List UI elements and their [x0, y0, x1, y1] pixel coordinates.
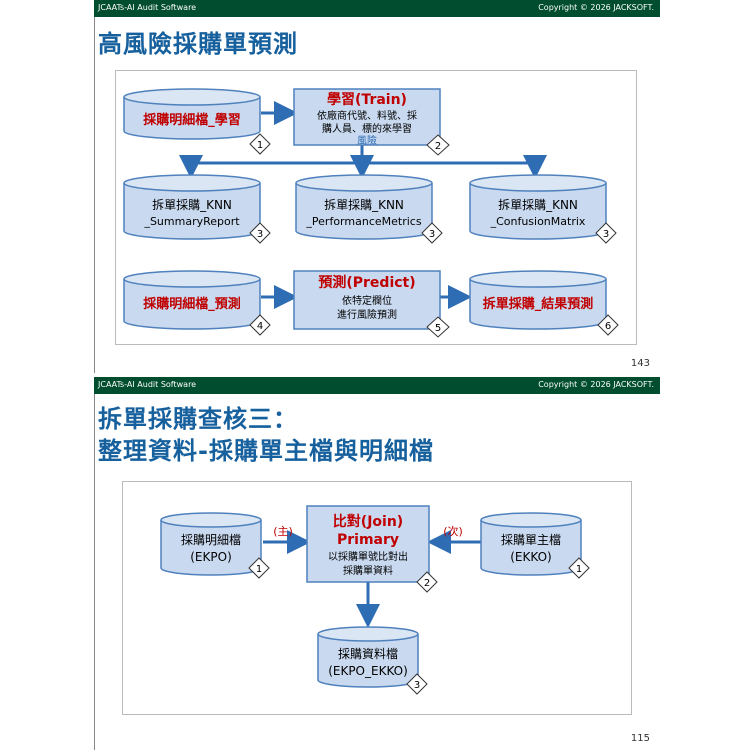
badge-3b: 3 — [429, 229, 435, 240]
badge-3c: 3 — [603, 229, 609, 240]
cylinder-result-db: 拆單採購_結果預測 6 — [469, 270, 619, 336]
join-title1: 比對(Join) — [333, 513, 403, 530]
report1-line2: _SummaryReport — [143, 215, 240, 228]
join-line2: 採購單資料 — [343, 564, 393, 577]
header-copyright: Copyright © 2026 JACKSOFT. — [538, 380, 654, 389]
ekko-line1: 採購單主檔 — [501, 533, 561, 547]
badge-5: 5 — [435, 323, 441, 334]
slide-title-line1: 拆單採購查核三： — [98, 405, 298, 433]
predict-line1: 依特定欄位 — [342, 294, 392, 307]
cylinder-report2: 拆單採購_KNN _PerformanceMetrics 3 — [295, 174, 443, 244]
header-bar: JCAATs-AI Audit Software Copyright © 202… — [94, 0, 660, 17]
left-rule — [94, 394, 95, 750]
cylinder-predict-db: 採購明細檔_預測 4 — [123, 270, 271, 336]
process-join: 比對(Join) Primary 以採購單號比對出 採購單資料 2 — [306, 505, 438, 593]
badge-4: 4 — [257, 321, 263, 332]
badge-2: 2 — [424, 578, 430, 589]
predict-line2: 進行風險預測 — [337, 308, 397, 321]
result-db-label: 拆單採購_結果預測 — [483, 296, 594, 312]
output-line1: 採購資料檔 — [338, 647, 398, 661]
edge-label-primary: (主) — [273, 525, 293, 538]
report2-line2: _PerformanceMetrics — [305, 215, 421, 228]
flow-diagram: 採購明細檔_學習 1 學習(Train) 依廠商代號、料號、採 購人員、標的來學… — [123, 88, 619, 338]
page-number: 143 — [630, 358, 650, 369]
ekpo-line1: 採購明細檔 — [181, 533, 241, 547]
ekko-line2: (EKKO) — [510, 550, 551, 564]
learn-db-label: 採購明細檔_學習 — [143, 112, 241, 128]
header-software-name: JCAATs-AI Audit Software — [98, 380, 197, 389]
badge-6: 6 — [605, 321, 611, 332]
cylinder-output: 採購資料檔 (EKPO_EKKO) 3 — [317, 626, 428, 695]
badge-2: 2 — [435, 141, 441, 152]
join-title2: Primary — [337, 532, 399, 548]
diagram-panel: 採購明細檔_學習 1 學習(Train) 依廠商代號、料號、採 購人員、標的來學… — [115, 70, 637, 345]
ekpo-line2: (EKPO) — [190, 550, 232, 564]
predict-title: 預測(Predict) — [318, 274, 415, 291]
badge-1b: 1 — [576, 564, 582, 575]
page-number: 115 — [630, 733, 650, 744]
report1-line1: 拆單採購_KNN — [152, 197, 232, 212]
header-copyright: Copyright © 2026 JACKSOFT. — [538, 3, 654, 12]
process-predict: 預測(Predict) 依特定欄位 進行風險預測 5 — [293, 270, 450, 338]
header-bar: JCAATs-AI Audit Software Copyright © 202… — [94, 377, 660, 394]
slide-title-line2: 整理資料-採購單主檔與明細檔 — [98, 437, 434, 465]
train-title: 學習(Train) — [327, 92, 407, 108]
predict-db-label: 採購明細檔_預測 — [143, 296, 241, 312]
cylinder-ekpo: 採購明細檔 (EKPO) 1 — [160, 512, 270, 579]
edge-label-secondary: (次) — [443, 524, 463, 538]
badge-3a: 3 — [257, 229, 263, 240]
output-line2: (EKPO_EKKO) — [328, 664, 408, 678]
report3-line1: 拆單採購_KNN — [498, 197, 578, 212]
diagram-panel: (主) (次) 採購明細檔 (EKPO) 1 比對(Join) Primary … — [122, 481, 632, 715]
slide-115: JCAATs-AI Audit Software Copyright © 202… — [94, 377, 660, 750]
join-line1: 以採購單號比對出 — [328, 550, 408, 563]
cylinder-ekko: 採購單主檔 (EKKO) 1 — [480, 512, 590, 579]
train-line1: 依廠商代號、料號、採 — [317, 109, 417, 122]
cylinder-report1: 拆單採購_KNN _SummaryReport 3 — [123, 174, 271, 244]
arrow-train-branch — [191, 145, 535, 165]
cylinder-report3: 拆單採購_KNN _ConfusionMatrix 3 — [469, 174, 617, 244]
badge-1: 1 — [257, 140, 263, 151]
process-train: 學習(Train) 依廠商代號、料號、採 購人員、標的來學習 風險 2 — [293, 88, 450, 156]
slide-143: JCAATs-AI Audit Software Copyright © 202… — [94, 0, 660, 373]
report3-line2: _ConfusionMatrix — [490, 215, 586, 228]
report2-line1: 拆單採購_KNN — [324, 197, 404, 212]
badge-3: 3 — [414, 680, 420, 691]
slide-title: 高風險採購單預測 — [98, 30, 298, 58]
header-software-name: JCAATs-AI Audit Software — [98, 3, 197, 12]
train-line3: 風險 — [357, 134, 377, 147]
badge-1a: 1 — [256, 564, 262, 575]
train-line2: 購人員、標的來學習 — [322, 122, 412, 135]
left-rule — [94, 17, 95, 373]
join-diagram: (主) (次) 採購明細檔 (EKPO) 1 比對(Join) Primary … — [160, 505, 590, 695]
cylinder-learn-db: 採購明細檔_學習 1 — [123, 88, 271, 155]
